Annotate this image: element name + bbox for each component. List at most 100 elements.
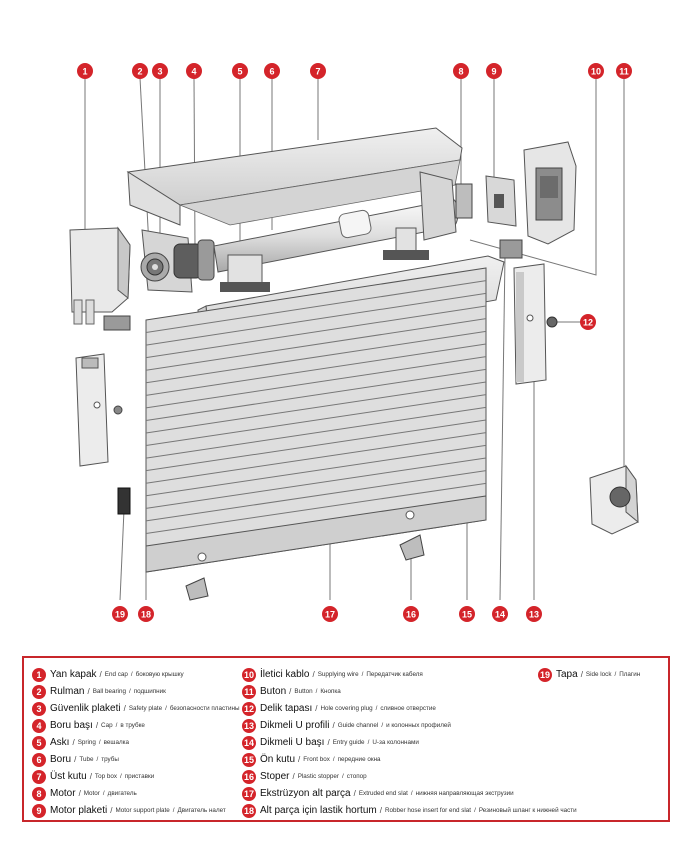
legend-label-ru: и колонных профилей xyxy=(386,722,451,729)
callout-badge xyxy=(453,63,469,79)
callout-number: 5 xyxy=(237,67,242,77)
legend-label-ru: передние окна xyxy=(337,756,381,763)
legend-number: 6 xyxy=(32,752,46,767)
legend-label-ru: Резиновый шланг к нижней части xyxy=(478,807,577,814)
separator: / xyxy=(474,807,476,814)
callout-number: 7 xyxy=(315,67,320,77)
legend-label-en: Spring xyxy=(77,739,96,746)
separator: / xyxy=(292,772,295,781)
separator: / xyxy=(353,789,356,798)
legend-number: 14 xyxy=(242,735,256,750)
callout-9: 9 xyxy=(486,63,502,79)
legend-label-ru: Двигатель налет xyxy=(177,807,226,814)
callout-3: 3 xyxy=(152,63,168,79)
end-cap-left xyxy=(69,226,131,325)
legend-label-tr: Boru başı xyxy=(50,720,93,731)
callout-badge xyxy=(232,63,248,79)
callout-badge xyxy=(138,606,154,622)
legend-number: 19 xyxy=(538,667,552,682)
legend-label-ru: боковую крышку xyxy=(135,671,184,678)
callout-number: 3 xyxy=(157,67,162,77)
slat-line xyxy=(145,432,487,484)
callout-2: 2 xyxy=(132,63,148,79)
motor-mount xyxy=(419,171,473,241)
slat-line xyxy=(145,343,487,396)
callout-13: 13 xyxy=(526,606,542,622)
legend-label-tr: Stoper xyxy=(260,771,290,782)
separator: / xyxy=(98,739,101,746)
legend-number: 3 xyxy=(32,701,46,716)
slat-line xyxy=(145,419,487,472)
separator: / xyxy=(99,670,102,679)
separator: / xyxy=(315,704,318,713)
separator: / xyxy=(110,806,113,815)
callout-number: 18 xyxy=(141,610,151,620)
separator: / xyxy=(96,756,99,763)
legend-label-ru: Плагин xyxy=(619,671,641,678)
legend-label-en: Plastic stopper xyxy=(297,773,340,780)
legend-label-tr: Ön kutu xyxy=(260,754,296,765)
slat-line xyxy=(145,356,487,409)
callout-badge xyxy=(152,63,168,79)
callout-15: 15 xyxy=(459,606,475,622)
legend-number: 7 xyxy=(32,769,46,784)
callout-badge xyxy=(459,606,475,622)
legend-number: 16 xyxy=(242,769,256,784)
legend-number: 10 xyxy=(242,667,256,682)
legend-label-tr: Güvenlik plaketi xyxy=(50,703,121,714)
callout-number: 6 xyxy=(269,67,274,77)
callout-19: 19 xyxy=(112,606,128,622)
separator: / xyxy=(87,687,90,696)
legend-number: 11 xyxy=(242,684,256,699)
separator: / xyxy=(95,721,99,730)
legend-label-ru: трубы xyxy=(101,756,119,763)
legend-label-ru: сливное отверстие xyxy=(380,705,436,712)
callout-number: 8 xyxy=(458,67,463,77)
callout-8: 8 xyxy=(453,63,469,79)
legend-label-tr: Delik tapası xyxy=(260,703,313,714)
end-cap-right xyxy=(523,141,577,245)
legend-label-tr: Dikmeli U başı xyxy=(260,737,325,748)
legend-col-2: 10 İletici kablo / Supplying wire / Передатчи… xyxy=(242,666,577,819)
separator: / xyxy=(123,704,126,713)
callout-12: 12 xyxy=(580,314,596,330)
callout-badge xyxy=(492,606,508,622)
slat-line xyxy=(145,482,487,534)
slat-line xyxy=(145,330,487,384)
legend-label-tr: Rulman xyxy=(50,686,85,697)
separator: / xyxy=(115,722,118,729)
callout-number: 19 xyxy=(115,610,125,620)
legend-label-en: Button xyxy=(294,688,313,695)
callout-number: 17 xyxy=(325,610,335,620)
legend-label-en: Supplying wire xyxy=(317,671,359,678)
legend-number: 13 xyxy=(242,718,256,733)
legend-label-tr: Motor xyxy=(50,788,76,799)
slat-curtain xyxy=(145,267,487,573)
legend-label-en: Ball bearing xyxy=(92,688,126,695)
callout-7: 7 xyxy=(310,63,326,79)
motor-plate xyxy=(485,175,517,227)
slat-line xyxy=(145,470,487,522)
callout-6: 6 xyxy=(264,63,280,79)
slat-line xyxy=(145,394,487,447)
legend-label-ru: нижняя направляющая экструзии xyxy=(415,790,514,797)
separator: / xyxy=(332,721,335,730)
slat-line xyxy=(145,292,487,346)
legend-label-ru: Передатчик кабеля xyxy=(366,671,423,678)
legend-number: 9 xyxy=(32,803,46,818)
callout-number: 1 xyxy=(82,67,87,77)
stopper-2 xyxy=(185,577,209,601)
legend-label-tr: İletici kablo xyxy=(260,669,310,680)
callout-badge xyxy=(322,606,338,622)
callout-16: 16 xyxy=(403,606,419,622)
legend-label-tr: Buton xyxy=(260,686,287,697)
separator: / xyxy=(72,738,75,747)
